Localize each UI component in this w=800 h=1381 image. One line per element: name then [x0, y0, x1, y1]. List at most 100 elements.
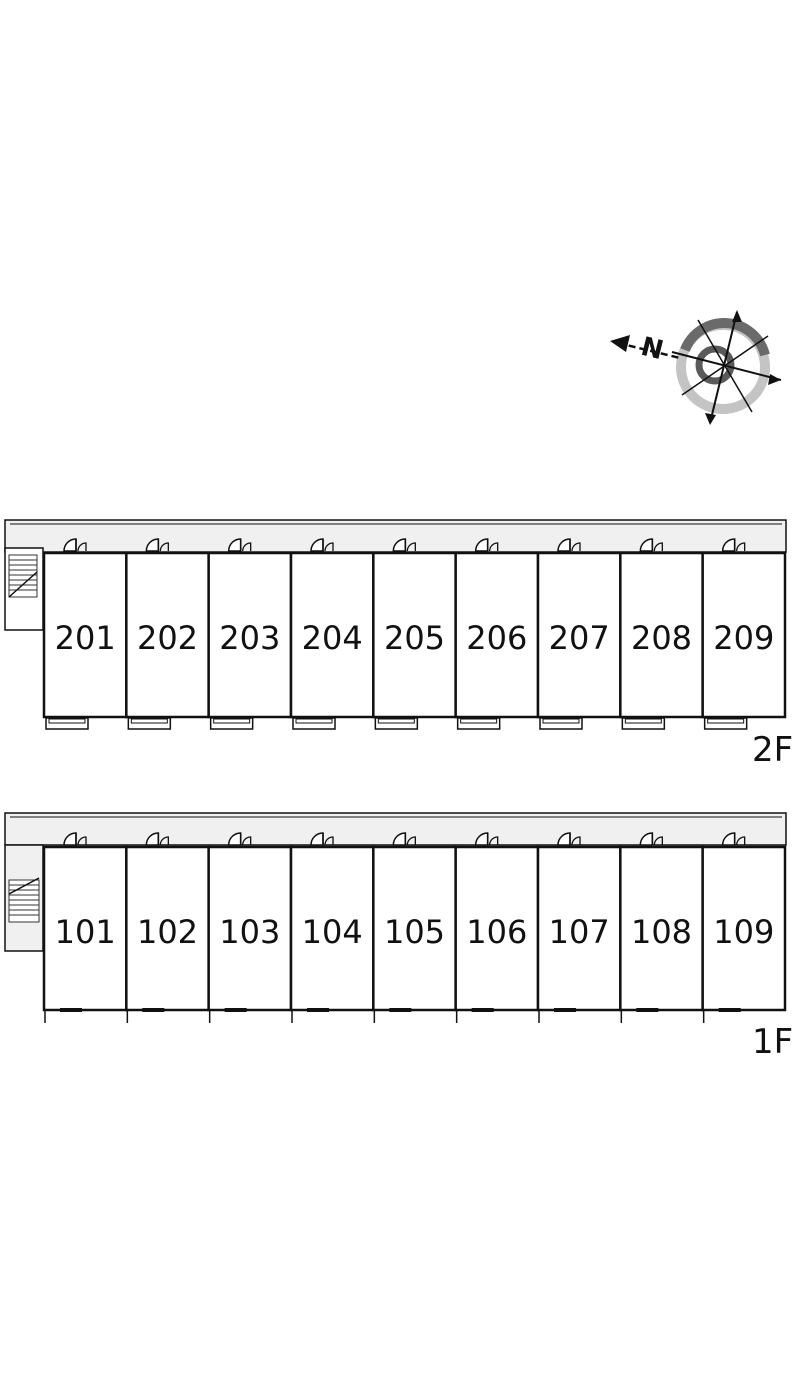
- unit-number: 209: [713, 619, 774, 657]
- door-icon: [639, 538, 663, 552]
- unit-number: 206: [466, 619, 527, 657]
- compass-axis-1: [709, 311, 738, 424]
- door-icon: [63, 538, 87, 552]
- unit-208: 208: [619, 538, 704, 730]
- unit-109: 109: [701, 832, 787, 1023]
- window-mark: [455, 1008, 494, 1023]
- door-icon: [392, 832, 416, 846]
- window-mark: [373, 1008, 412, 1023]
- window-mark: [208, 1008, 247, 1023]
- unit-room: [207, 845, 293, 1012]
- north-label: N: [638, 332, 666, 366]
- unit-204: 204: [289, 538, 375, 730]
- unit-room: [42, 845, 128, 1012]
- window-mark: [291, 1008, 329, 1023]
- balcony: [127, 717, 172, 730]
- unit-room: [454, 551, 540, 719]
- door-icon: [63, 832, 87, 846]
- floor-label-1f: 1F: [752, 1022, 793, 1062]
- unit-number: 101: [55, 913, 116, 951]
- floor-1f: 101 102 103 104 105 106 107 108 109 1F: [4, 812, 793, 1062]
- unit-number: 201: [55, 619, 116, 657]
- unit-room: [42, 551, 128, 719]
- unit-number: 105: [384, 913, 445, 951]
- door-icon: [227, 832, 252, 846]
- door-icon: [474, 538, 499, 552]
- unit-103: 103: [207, 832, 293, 1023]
- window-mark: [702, 1008, 741, 1023]
- unit-206: 206: [454, 538, 540, 730]
- unit-number: 202: [137, 619, 198, 657]
- unit-108: 108: [619, 832, 704, 1023]
- unit-room: [125, 551, 210, 719]
- unit-201: 201: [42, 538, 128, 730]
- compass-arrowhead: [732, 310, 742, 322]
- unit-number: 109: [713, 913, 774, 951]
- door-icon: [639, 832, 663, 846]
- balcony: [456, 717, 501, 730]
- balcony: [621, 717, 666, 730]
- unit-205: 205: [372, 538, 457, 730]
- unit-number: 208: [631, 619, 692, 657]
- unit-room: [454, 845, 540, 1012]
- compass-arrowhead: [768, 374, 781, 385]
- unit-room: [125, 845, 210, 1012]
- door-icon: [227, 538, 252, 552]
- unit-room: [207, 551, 293, 719]
- unit-number: 104: [302, 913, 363, 951]
- unit-209: 209: [701, 538, 787, 730]
- unit-102: 102: [125, 832, 210, 1023]
- unit-number: 207: [549, 619, 610, 657]
- door-icon: [721, 832, 746, 846]
- compass-axis-2: [671, 351, 782, 381]
- window-mark: [620, 1008, 659, 1023]
- door-icon: [310, 538, 334, 552]
- door-icon: [474, 832, 499, 846]
- balcony: [209, 717, 254, 730]
- unit-207: 207: [536, 538, 622, 730]
- door-icon: [145, 832, 169, 846]
- door-icon: [145, 538, 169, 552]
- unit-number: 106: [466, 913, 527, 951]
- unit-room: [536, 551, 622, 719]
- unit-room: [701, 551, 787, 719]
- balcony: [703, 717, 748, 730]
- unit-number: 203: [219, 619, 280, 657]
- floor-label-2f: 2F: [752, 730, 793, 770]
- window-mark: [44, 1008, 82, 1023]
- unit-105: 105: [372, 832, 457, 1023]
- balcony: [292, 717, 336, 730]
- window-mark: [538, 1008, 576, 1023]
- unit-104: 104: [289, 832, 375, 1023]
- stairs-1f: [8, 877, 40, 923]
- door-icon: [392, 538, 416, 552]
- compass-axis-4: [697, 319, 753, 413]
- balcony: [45, 717, 89, 730]
- unit-101: 101: [42, 832, 128, 1023]
- door-icon: [557, 538, 581, 552]
- unit-107: 107: [536, 832, 622, 1023]
- unit-202: 202: [125, 538, 210, 730]
- door-icon: [721, 538, 746, 552]
- unit-room: [619, 845, 704, 1012]
- balcony: [374, 717, 419, 730]
- unit-number: 107: [549, 913, 610, 951]
- unit-room: [619, 551, 704, 719]
- balcony: [539, 717, 583, 730]
- unit-106: 106: [454, 832, 540, 1023]
- unit-number: 205: [384, 619, 445, 657]
- door-icon: [557, 832, 581, 846]
- stairs-2f: [8, 554, 38, 598]
- north-arrow-icon: [610, 335, 630, 352]
- unit-number: 102: [137, 913, 198, 951]
- unit-203: 203: [207, 538, 293, 730]
- floor-2f: 201 202 203 204 205 206 207 208 209 2F: [4, 519, 793, 770]
- door-icon: [310, 832, 334, 846]
- unit-number: 204: [302, 619, 363, 657]
- unit-room: [701, 845, 787, 1012]
- window-mark: [126, 1008, 165, 1023]
- compass: N: [610, 310, 782, 425]
- unit-number: 108: [631, 913, 692, 951]
- unit-number: 103: [219, 913, 280, 951]
